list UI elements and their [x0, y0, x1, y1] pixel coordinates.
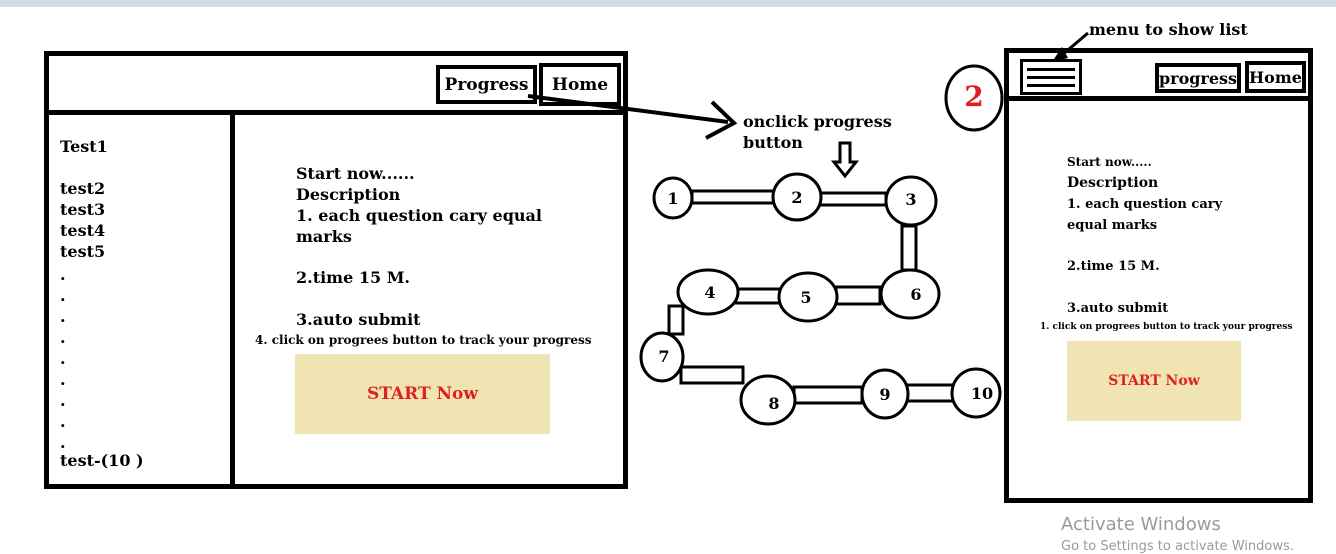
progress-node-9 [860, 368, 910, 420]
progress-button[interactable]: Progress [436, 65, 537, 104]
right-app-frame [1004, 48, 1313, 503]
progress-node-label: 8 [768, 394, 779, 413]
home-button[interactable]: Home [539, 63, 621, 106]
screen-number-circle [944, 64, 1004, 132]
progress-node-1 [652, 176, 694, 220]
pointer-arrow-line [527, 94, 729, 124]
mobile-rule-3: 3.auto submit [1067, 301, 1169, 316]
left-instructions: Start now...... Description 1. each ques… [296, 163, 556, 330]
progress-node-label: 10 [971, 384, 993, 403]
rule-2: 2.time 15 M. [296, 268, 410, 287]
sidebar-item[interactable]: . [60, 286, 66, 305]
start-now-text: Start now...... [296, 164, 415, 183]
onclick-annotation-line2: button [743, 133, 803, 152]
progress-node-6 [879, 268, 941, 320]
progress-node-label: 4 [704, 283, 715, 302]
rule-3: 3.auto submit [296, 310, 421, 329]
progress-node-4 [676, 268, 740, 316]
sidebar-item[interactable]: Test1 [60, 137, 108, 156]
progress-node-5 [777, 271, 839, 323]
sidebar-item[interactable]: . [60, 307, 66, 326]
left-header-divider [44, 110, 628, 115]
sidebar-item[interactable]: . [60, 370, 66, 389]
down-arrow-icon [830, 141, 860, 179]
sidebar-item[interactable]: . [60, 328, 66, 347]
top-edge-bar [0, 0, 1336, 7]
sidebar-item[interactable]: . [60, 391, 66, 410]
mobile-progress-button[interactable]: progress [1155, 63, 1241, 93]
mobile-start-now-text: Start now..... [1067, 155, 1152, 169]
mobile-rule-4: 1. click on progrees button to track you… [1040, 322, 1293, 332]
activation-watermark-line1: Activate Windows [1061, 514, 1221, 535]
mobile-rule-1: 1. each question cary equal marks [1067, 197, 1223, 233]
rule-1: 1. each question cary equal marks [296, 206, 542, 246]
progress-node-label: 3 [905, 190, 916, 209]
node-connectors [667, 189, 956, 405]
sidebar-item[interactable]: . [60, 349, 66, 368]
left-app-frame [44, 51, 628, 489]
sidebar-item[interactable]: test-(10 ) [60, 451, 144, 470]
progress-node-label: 6 [910, 285, 921, 304]
right-header-divider [1004, 96, 1313, 101]
pointer-arrow-head [705, 100, 738, 140]
sidebar-item[interactable]: . [60, 265, 66, 284]
onclick-annotation-line1: onclick progress [743, 112, 892, 131]
mobile-rule-2: 2.time 15 M. [1067, 259, 1160, 274]
start-now-button[interactable]: START Now [295, 354, 550, 434]
rule-4: 4. click on progrees button to track you… [255, 333, 592, 347]
progress-node-label: 1 [667, 189, 678, 208]
sidebar-item[interactable]: test4 [60, 221, 106, 240]
progress-node-label: 2 [791, 188, 802, 207]
sidebar-item[interactable]: . [60, 412, 66, 431]
menu-annotation: menu to show list [1089, 20, 1248, 39]
progress-node-10 [950, 367, 1002, 419]
description-title: Description [296, 185, 401, 204]
left-sidebar-divider [230, 110, 235, 489]
sidebar-item[interactable]: test5 [60, 242, 106, 261]
sidebar-item[interactable]: test3 [60, 200, 106, 219]
progress-node-label: 9 [879, 385, 890, 404]
mobile-home-button[interactable]: Home [1245, 61, 1306, 93]
mobile-start-now-button[interactable]: START Now [1067, 341, 1241, 421]
screen-number: 2 [964, 80, 984, 113]
progress-node-label: 7 [658, 347, 669, 366]
progress-node-label: 5 [800, 288, 811, 307]
mobile-description-title: Description [1067, 175, 1159, 191]
progress-node-3 [884, 175, 938, 227]
progress-node-7 [639, 331, 685, 383]
progress-node-8 [739, 374, 797, 426]
sidebar-item[interactable]: . [60, 433, 66, 452]
mobile-instructions: Start now..... Description 1. each quest… [1067, 152, 1247, 319]
progress-node-2 [771, 172, 823, 222]
hamburger-menu-icon[interactable] [1020, 59, 1082, 95]
sidebar-item[interactable]: test2 [60, 179, 106, 198]
